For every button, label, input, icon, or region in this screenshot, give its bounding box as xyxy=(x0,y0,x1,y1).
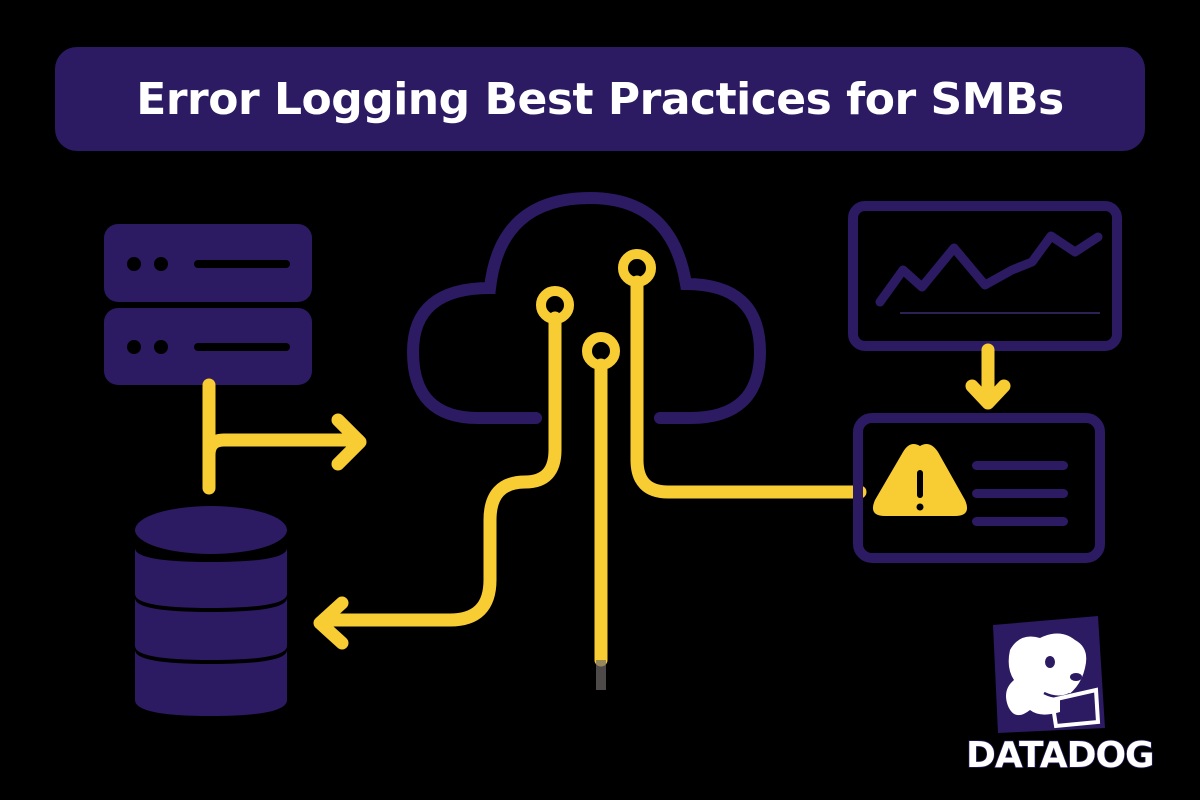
circuit-node-middle xyxy=(582,332,620,370)
datadog-dog-icon xyxy=(993,616,1105,733)
database-icon xyxy=(135,506,287,716)
alert-text-line xyxy=(972,489,1068,498)
circuit-node-right xyxy=(618,249,656,287)
circuit-node-left xyxy=(536,286,574,324)
circuit-stem-shadow xyxy=(596,660,606,690)
line-chart-icon xyxy=(848,201,1122,351)
arrow-right-icon xyxy=(331,413,367,471)
dashboard-to-alert-arrow xyxy=(965,343,1011,410)
title-banner: Error Logging Best Practices for SMBs xyxy=(55,47,1145,151)
server-slot xyxy=(194,260,290,268)
alert-text-line xyxy=(972,461,1068,470)
server-slot xyxy=(194,343,290,351)
cloud-icon xyxy=(406,191,767,424)
alert-panel xyxy=(853,413,1105,563)
alert-text-line xyxy=(972,517,1068,526)
page-title: Error Logging Best Practices for SMBs xyxy=(136,73,1064,125)
server-icon xyxy=(104,224,312,385)
server-to-cloud-arrow xyxy=(202,378,367,495)
circuit-connectors xyxy=(323,275,867,667)
arrow-left-icon xyxy=(313,596,349,650)
warning-icon xyxy=(872,444,968,516)
server-indicator-dot xyxy=(154,257,168,271)
server-indicator-dot xyxy=(154,340,168,354)
server-indicator-dot xyxy=(127,340,141,354)
arrow-down-icon xyxy=(965,379,1011,410)
server-indicator-dot xyxy=(127,257,141,271)
datadog-logo-text: DATADOG xyxy=(965,734,1155,777)
